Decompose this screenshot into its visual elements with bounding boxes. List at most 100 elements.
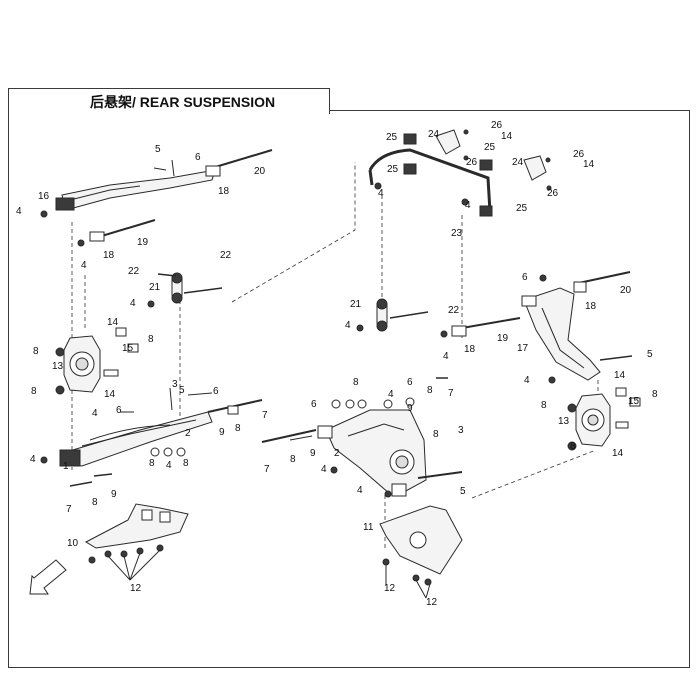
part-callout: 10 xyxy=(67,538,79,549)
part-callout: 4 xyxy=(30,454,36,465)
part-callout: 15 xyxy=(122,343,134,354)
part-callout: 7 xyxy=(262,410,268,421)
diagram-title: 后悬架/ REAR SUSPENSION xyxy=(90,94,276,110)
right-knuckle xyxy=(567,387,641,451)
part-callout: 21 xyxy=(350,299,362,310)
part-callout: 6 xyxy=(311,399,317,410)
part-callout: 22 xyxy=(448,305,460,316)
part-callout: 9 xyxy=(219,427,225,438)
part-callout: 6 xyxy=(116,405,122,416)
part-callout: 6 xyxy=(407,377,413,388)
part-callout: 12 xyxy=(426,597,438,608)
part-callout: 5 xyxy=(647,349,653,360)
part-callout: 13 xyxy=(52,361,64,372)
part-callout: 7 xyxy=(448,388,454,399)
part-callout: 26 xyxy=(491,120,503,131)
part-callout: 14 xyxy=(612,448,624,459)
part-callout: 4 xyxy=(81,260,87,271)
part-callout: 12 xyxy=(384,583,396,594)
part-callout: 8 xyxy=(433,429,439,440)
part-callout: 7 xyxy=(66,504,72,515)
part-callout: 4 xyxy=(388,389,394,400)
part-callout: 8 xyxy=(92,497,98,508)
part-callout: 25 xyxy=(484,142,496,153)
part-callout: 2 xyxy=(334,448,340,459)
part-callout: 4 xyxy=(357,485,363,496)
part-callout: 19 xyxy=(497,333,509,344)
part-callout: 4 xyxy=(130,298,136,309)
part-callout: 25 xyxy=(387,164,399,175)
part-callout: 6 xyxy=(522,272,528,283)
part-callout: 4 xyxy=(443,351,449,362)
part-callout: 18 xyxy=(585,301,597,312)
part-callout: 8 xyxy=(652,389,658,400)
part-callout: 18 xyxy=(218,186,230,197)
part-callout: 4 xyxy=(378,188,384,199)
part-callout: 8 xyxy=(541,400,547,411)
part-callout: 4 xyxy=(166,460,172,471)
right-skid-plate xyxy=(379,505,463,599)
left-upper-arm xyxy=(40,149,273,247)
part-callout: 14 xyxy=(107,317,119,328)
part-callout: 4 xyxy=(524,375,530,386)
part-callout: 11 xyxy=(363,522,374,533)
part-callout: 8 xyxy=(183,458,189,469)
part-callout: 8 xyxy=(570,441,576,452)
part-callout: 24 xyxy=(512,157,524,168)
part-callout: 8 xyxy=(33,346,39,357)
part-callout: 3 xyxy=(458,425,464,436)
part-callout: 3 xyxy=(172,379,178,390)
part-callout: 17 xyxy=(517,343,529,354)
part-callout: 4 xyxy=(16,206,22,217)
right-stabilizer-link xyxy=(356,298,429,332)
part-callout: 22 xyxy=(220,250,232,261)
part-callout: 15 xyxy=(628,396,640,407)
part-callout: 2 xyxy=(185,428,191,439)
part-callout: 5 xyxy=(460,486,466,497)
part-callout: 5 xyxy=(179,385,185,396)
part-callout: 26 xyxy=(547,188,559,199)
part-callout: 8 xyxy=(353,377,359,388)
part-callout: 19 xyxy=(137,237,149,248)
part-callout: 20 xyxy=(620,285,632,296)
left-knuckle xyxy=(55,327,139,395)
part-callout: 6 xyxy=(213,386,219,397)
part-callout: 4 xyxy=(345,320,351,331)
part-callout: 12 xyxy=(130,583,142,594)
part-callout: 14 xyxy=(501,131,513,142)
part-callout: 4 xyxy=(321,464,327,475)
part-callout: 26 xyxy=(573,149,585,160)
part-callout: 8 xyxy=(149,458,155,469)
part-callout: 22 xyxy=(128,266,140,277)
part-callout: 8 xyxy=(31,386,37,397)
part-callout: 1 xyxy=(63,461,69,472)
part-callout: 4 xyxy=(92,408,98,419)
part-callout: 25 xyxy=(386,132,398,143)
part-callout: 8 xyxy=(235,423,241,434)
part-callout: 5 xyxy=(155,144,161,155)
part-callout: 18 xyxy=(464,344,476,355)
part-callout: 26 xyxy=(466,157,478,168)
part-callout: 13 xyxy=(558,416,570,427)
right-upper-arm xyxy=(440,271,633,384)
right-lower-arm xyxy=(261,377,463,498)
left-skid-guard xyxy=(84,503,189,581)
part-callout: 6 xyxy=(195,152,201,163)
part-callout: 23 xyxy=(451,228,463,239)
part-callout: 25 xyxy=(516,203,528,214)
part-callout: 14 xyxy=(104,389,116,400)
part-callout: 18 xyxy=(103,250,115,261)
part-callout: 8 xyxy=(148,334,154,345)
part-callout: 20 xyxy=(254,166,266,177)
part-callout: 9 xyxy=(310,448,316,459)
part-callout: 9 xyxy=(407,403,413,414)
part-callout: 8 xyxy=(427,385,433,396)
part-callout: 16 xyxy=(38,191,50,202)
part-callout: 24 xyxy=(428,129,440,140)
part-callout: 14 xyxy=(614,370,626,381)
part-callout: 21 xyxy=(149,282,161,293)
part-callout: 14 xyxy=(583,159,595,170)
part-callout: 4 xyxy=(465,200,471,211)
part-callout: 9 xyxy=(111,489,117,500)
